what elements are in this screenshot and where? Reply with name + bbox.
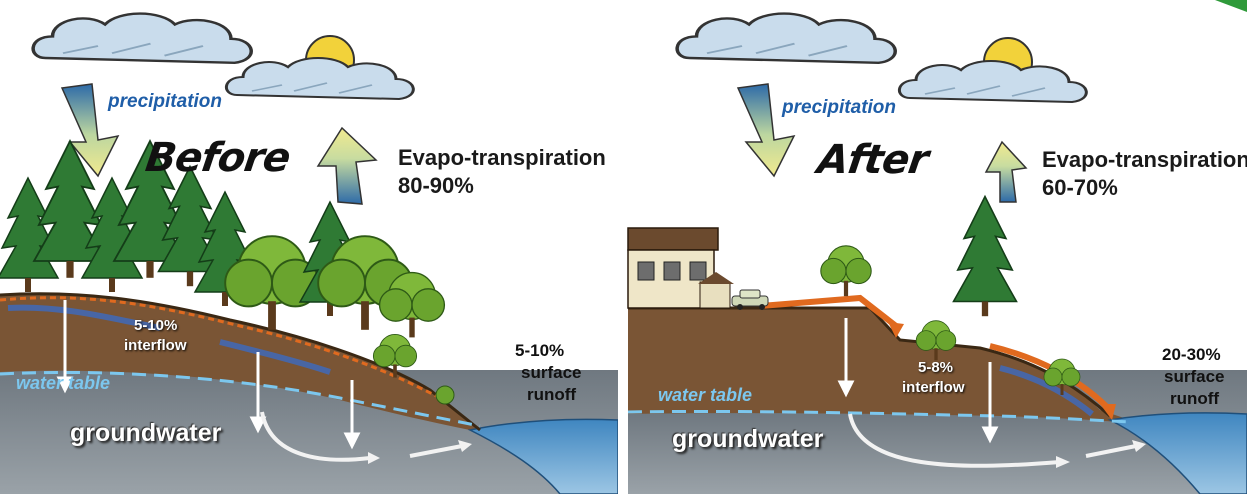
water-table-label: water table <box>16 373 111 393</box>
evapotranspiration-value: 80-90% <box>398 173 474 198</box>
after-title: After <box>814 137 931 183</box>
cloud-icon <box>897 59 1088 104</box>
evapotranspiration-arrow <box>316 126 378 205</box>
evapotranspiration-arrow <box>984 140 1028 203</box>
surface-runoff-label: surface <box>1164 367 1225 386</box>
surface-runoff-label: runoff <box>527 385 577 404</box>
evapotranspiration-label: Evapo-transpiration <box>398 145 606 170</box>
interflow-label: interflow <box>902 379 965 396</box>
evapotranspiration-label: Evapo-transpiration <box>1042 147 1247 172</box>
forest <box>0 140 455 405</box>
interflow-value: 5-10% <box>134 317 178 334</box>
evapotranspiration-value: 60-70% <box>1042 175 1118 200</box>
cloud-icon <box>675 11 897 65</box>
surface-runoff-label: runoff <box>1170 389 1220 408</box>
interflow-band <box>7 304 161 331</box>
surface-runoff-line <box>759 294 898 329</box>
car-illustration <box>731 289 769 310</box>
precipitation-label: precipitation <box>782 97 897 118</box>
precipitation-label: precipitation <box>108 91 223 112</box>
interflow-label: interflow <box>124 337 187 354</box>
before-title: Before <box>142 135 293 181</box>
lake <box>1107 412 1247 494</box>
house-illustration <box>627 227 734 309</box>
water-table-line <box>627 409 1131 424</box>
precipitation-arrow <box>60 83 120 178</box>
surface-runoff-label: surface <box>521 363 582 382</box>
interflow-value: 5-8% <box>918 359 954 376</box>
panel-divider <box>618 0 628 494</box>
after-panel <box>627 0 1247 494</box>
before-panel <box>0 11 619 494</box>
interflow-band <box>999 365 1094 417</box>
cloud-icon <box>31 11 253 65</box>
water-table-line <box>0 370 481 428</box>
infiltration-arrows <box>837 318 999 444</box>
cloud-icon <box>224 56 415 101</box>
groundwater-label: groundwater <box>672 425 824 453</box>
surface-runoff-line <box>0 296 441 400</box>
surface-runoff-value: 20-30% <box>1162 345 1221 364</box>
groundwater-label: groundwater <box>70 419 222 447</box>
water-table-label: water table <box>658 385 753 405</box>
precipitation-arrow <box>736 83 796 178</box>
infiltration-arrows <box>56 300 361 450</box>
surface-runoff-value: 5-10% <box>515 341 565 360</box>
